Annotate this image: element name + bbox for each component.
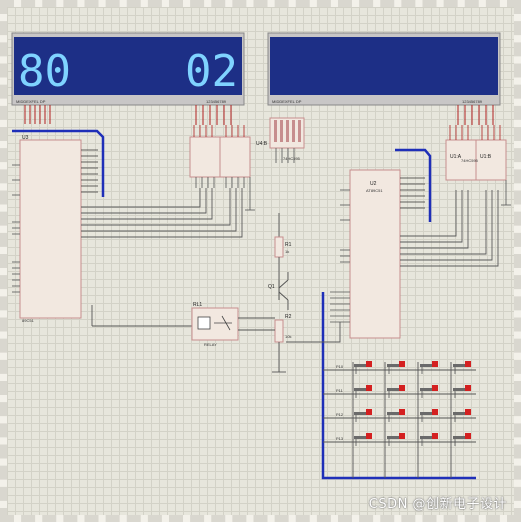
r2-value: 10k bbox=[285, 334, 291, 339]
q1-label: Q1 bbox=[268, 284, 275, 290]
lcd-pins bbox=[24, 105, 494, 125]
keypad-key[interactable] bbox=[453, 409, 471, 422]
wires-u3-to-u4 bbox=[81, 188, 243, 238]
r1-label: R1 bbox=[285, 242, 292, 248]
u4b-label: U4:B bbox=[256, 141, 268, 147]
lcd-right-caption-left: MIDDEXFEL DP bbox=[272, 99, 302, 104]
u3-label: U3 bbox=[22, 135, 29, 141]
chip-u3[interactable]: U3 89C51 bbox=[12, 135, 98, 323]
u3-part: 89C51 bbox=[22, 318, 35, 323]
lcd-left-digits-1: 80 bbox=[18, 46, 71, 97]
keypad-row-label-4: P13 bbox=[336, 436, 344, 441]
keypad-key[interactable] bbox=[420, 361, 438, 374]
keypad-keys[interactable] bbox=[354, 361, 471, 446]
keypad-row-label-1: P10 bbox=[336, 364, 344, 369]
keypad-key[interactable] bbox=[453, 385, 471, 398]
transistor-q1[interactable]: Q1 bbox=[268, 272, 289, 301]
bus-lines bbox=[12, 129, 476, 480]
keypad-key[interactable] bbox=[354, 361, 372, 374]
chip-u4b[interactable]: U4:B 74HC595 bbox=[256, 117, 305, 163]
keypad-row-label-2: P11 bbox=[336, 388, 344, 393]
keypad-key[interactable] bbox=[354, 433, 372, 446]
u1a-label: U1:A bbox=[450, 154, 462, 160]
keypad-key[interactable] bbox=[354, 409, 372, 422]
r1-value: 1k bbox=[285, 249, 289, 254]
lcd-display-right[interactable]: MIDDEXFEL DP 123456789 bbox=[267, 32, 501, 106]
resistor-r2[interactable]: R2 10k bbox=[272, 300, 292, 373]
r2-label: R2 bbox=[285, 314, 292, 320]
keypad-key[interactable] bbox=[387, 409, 405, 422]
watermark: CSDN @创新电子设计 bbox=[368, 497, 507, 512]
u2-label: U2 bbox=[370, 181, 377, 187]
u1b-label: U1:B bbox=[480, 154, 492, 160]
u2-part: AT89C51 bbox=[366, 188, 383, 193]
lcd-left-caption-left: MIDDEXFEL DP bbox=[16, 99, 46, 104]
rl1-label: RL1 bbox=[193, 302, 202, 308]
keypad-row-label-3: P12 bbox=[336, 412, 344, 417]
keypad-key[interactable] bbox=[420, 433, 438, 446]
keypad-key[interactable] bbox=[354, 385, 372, 398]
keypad-key[interactable] bbox=[387, 433, 405, 446]
chip-u4-left[interactable] bbox=[189, 125, 255, 211]
lcd-left-digits-2: 02 bbox=[185, 46, 238, 97]
keypad-key[interactable] bbox=[420, 385, 438, 398]
keypad-key[interactable] bbox=[453, 361, 471, 374]
wires-u2-to-u1 bbox=[400, 190, 499, 267]
keypad-key[interactable] bbox=[387, 385, 405, 398]
relay-rl1[interactable]: RL1 RELAY bbox=[91, 302, 275, 347]
u4b-part: 74HC595 bbox=[283, 156, 301, 161]
keypad-matrix[interactable]: P10 P11 P12 P13 bbox=[323, 361, 476, 478]
lcd-left-caption-right: 123456789 bbox=[206, 99, 227, 104]
chip-u1[interactable]: U1:A U1:B 74HC595 bbox=[445, 125, 511, 206]
keypad-key[interactable] bbox=[453, 433, 471, 446]
rl1-part: RELAY bbox=[204, 342, 217, 347]
resistor-r1[interactable]: R1 1k bbox=[274, 213, 292, 280]
chip-u2[interactable]: U2 AT89C51 bbox=[330, 169, 425, 339]
lcd-right-caption-right: 123456789 bbox=[462, 99, 483, 104]
lcd-display-left[interactable]: 80 02 MIDDEXFEL DP 123456789 bbox=[11, 32, 245, 106]
keypad-key[interactable] bbox=[420, 409, 438, 422]
wire-r2-to-u2 bbox=[286, 322, 341, 343]
u1a-part: 74HC595 bbox=[461, 158, 479, 163]
keypad-key[interactable] bbox=[387, 361, 405, 374]
